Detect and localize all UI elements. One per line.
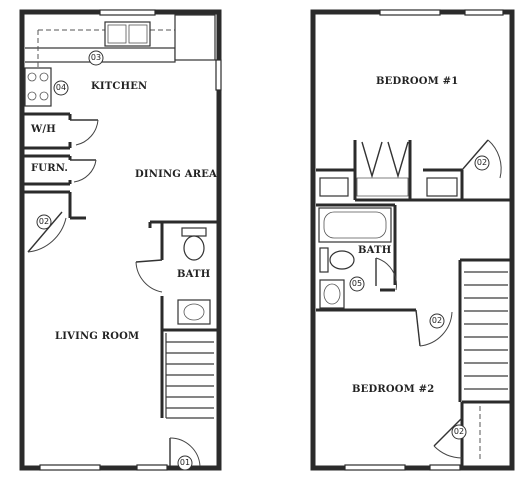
first-floor-bath-walls [148, 220, 217, 330]
closet-walls [24, 190, 86, 220]
burner [39, 91, 49, 101]
living-room-window-small [136, 464, 168, 471]
furnace-closet-walls [24, 154, 72, 186]
second-floor-bath-walls [316, 203, 397, 312]
stair-treads [464, 271, 508, 390]
door-tag-circle [451, 424, 467, 440]
bedroom2-closet-door [433, 417, 463, 447]
door-tag-circle [429, 313, 445, 329]
bedroom1-door-swing [487, 139, 502, 179]
door-tag-03: 03 [90, 53, 102, 62]
closet-door [27, 211, 63, 253]
bedroom1-label: BEDROOM #1 [376, 76, 459, 87]
water-heater-door-swing [75, 119, 99, 146]
second-floor-plan [310, 9, 515, 471]
door-tag-04: 04 [55, 83, 67, 92]
lavatory-basin [323, 283, 341, 305]
bedroom2-window [344, 464, 406, 471]
bath-door-swing [135, 261, 163, 293]
bedroom2-door-swing [419, 311, 453, 347]
burner [27, 72, 37, 82]
door-tag-02: 02 [453, 427, 465, 436]
toilet-tank [181, 227, 207, 237]
bedroom1-door [461, 139, 489, 171]
water-heater-label: W/H [31, 124, 56, 135]
linen-closet [319, 177, 349, 197]
dining-area-label: DINING AREA [135, 169, 217, 180]
toilet-tank [319, 247, 329, 273]
stair-walls [160, 328, 217, 418]
bedroom2-door [415, 309, 421, 347]
living-room-label: LIVING ROOM [55, 331, 140, 342]
stair-walls [458, 258, 510, 402]
entry-door-swing [169, 437, 201, 467]
toilet-bowl [329, 250, 355, 270]
door-tag-01: 01 [179, 458, 191, 467]
bedroom1-window-small [464, 9, 504, 16]
furnace-door-swing [73, 159, 97, 183]
stove [24, 67, 52, 107]
furnace-label: FURN. [31, 163, 69, 174]
bedroom1-closet-walls [316, 140, 510, 202]
sink-basin-right [128, 24, 148, 44]
bath-door-swing [375, 257, 397, 291]
burner [39, 72, 49, 82]
refrigerator [174, 14, 216, 61]
tub-basin [323, 211, 387, 239]
kitchen-side-window [215, 59, 222, 91]
bath-door [135, 259, 163, 263]
living-room-window [39, 464, 101, 471]
door-tag-02: 02 [476, 158, 488, 167]
door-tag-circle [349, 276, 365, 292]
kitchen-label: KITCHEN [91, 81, 148, 92]
kitchen-window [99, 9, 156, 16]
lavatory-basin [183, 303, 205, 321]
door-tag-05: 05 [351, 279, 363, 288]
sink-basin-left [107, 24, 127, 44]
hall-closet [426, 177, 458, 197]
bedroom2-label: BEDROOM #2 [352, 384, 435, 395]
door-tag-circle [36, 214, 52, 230]
first-floor-plan [19, 9, 222, 471]
bedroom2-closet-walls [460, 400, 510, 466]
kitchen-sink [104, 21, 151, 47]
first-floor-bath-label: BATH [177, 269, 211, 280]
door-tag-circle [177, 455, 193, 471]
second-floor-bath-label: BATH [358, 245, 392, 256]
door-tag-circle [53, 80, 69, 96]
bedroom2-window-small [429, 464, 461, 471]
closet-door-swing [27, 217, 67, 253]
door-tag-circle [88, 50, 104, 66]
closet-shelf [356, 177, 409, 197]
stair-treads [166, 341, 214, 419]
bedroom2-closet-door-swing [433, 445, 463, 459]
door-tag-circle [474, 155, 490, 171]
bedroom1-closet-bifold-doors [361, 141, 409, 179]
bathtub [318, 207, 392, 243]
water-heater-closet-walls [24, 112, 72, 150]
toilet-bowl [183, 235, 205, 261]
door-tag-02: 02 [38, 217, 50, 226]
burner [27, 91, 37, 101]
door-tag-02: 02 [431, 316, 443, 325]
bedroom1-window [379, 9, 441, 16]
